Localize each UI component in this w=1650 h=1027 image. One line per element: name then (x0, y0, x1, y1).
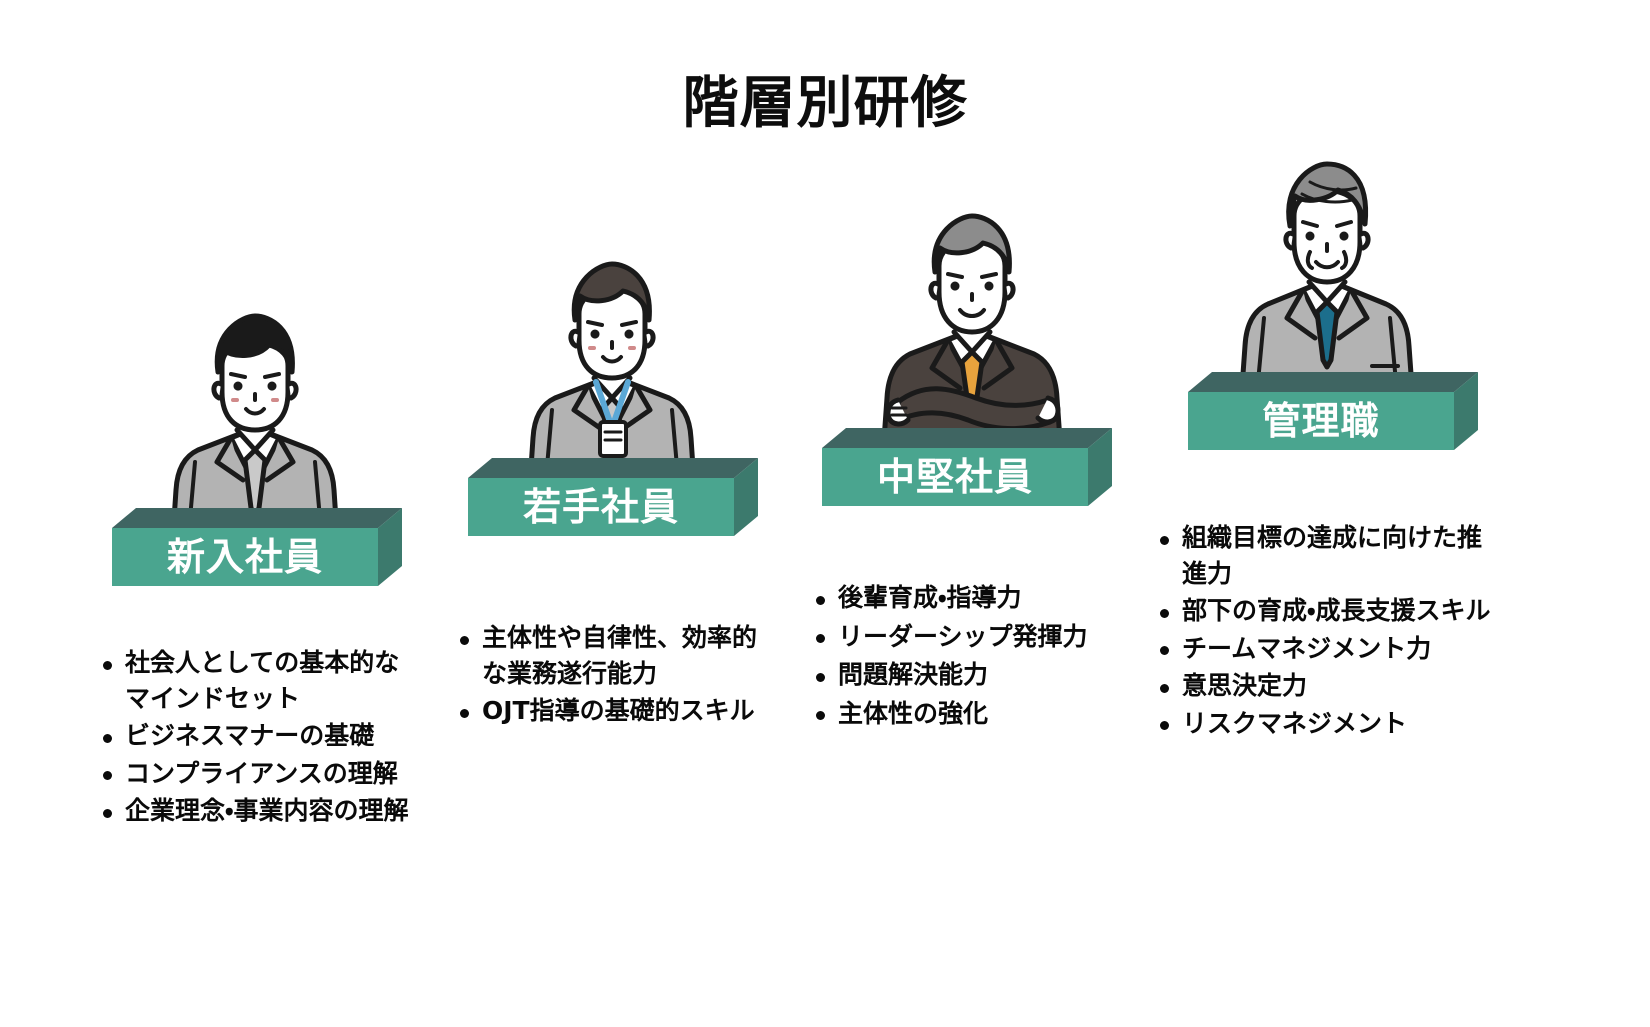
list-item: 後輩育成・指導力 (808, 580, 1108, 617)
list-item: ビジネスマナーの基礎 (95, 718, 415, 754)
list-item: チームマネジメント力 (1152, 631, 1492, 667)
list-item: 部下の育成・成長支援スキル (1152, 593, 1492, 629)
list-item: 問題解決能力 (808, 657, 1108, 694)
plinth-new-employee[interactable]: 新入社員 (112, 508, 402, 594)
list-item: 主体性や自律性、効率的な業務遂行能力 (452, 620, 772, 691)
plinth-mid-level-employee[interactable]: 中堅社員 (822, 428, 1112, 514)
page-title: 階層別研修 (682, 71, 968, 136)
list-item: OJT指導の基礎的スキル (452, 693, 772, 729)
list-item: 組織目標の達成に向けた推進力 (1152, 520, 1492, 591)
list-item: 企業理念・事業内容の理解 (95, 793, 415, 829)
figure-manager (1232, 160, 1422, 388)
figure-young-employee (522, 258, 702, 483)
bullet-list-new-employee: 社会人としての基本的なマインドセット ビジネスマナーの基礎 コンプライアンスの理… (95, 645, 415, 831)
list-item: 主体性の強化 (808, 696, 1108, 733)
list-item: 社会人としての基本的なマインドセット (95, 645, 415, 716)
bullet-list-mid-level-employee: 後輩育成・指導力 リーダーシップ発揮力 問題解決能力 主体性の強化 (808, 580, 1108, 734)
figure-new-employee (165, 310, 345, 535)
list-item: リスクマネジメント (1152, 706, 1492, 742)
figure-mid-level-employee (872, 212, 1072, 440)
plinth-manager[interactable]: 管理職 (1188, 372, 1478, 458)
list-item: 意思決定力 (1152, 668, 1492, 704)
list-item: コンプライアンスの理解 (95, 756, 415, 792)
bullet-list-young-employee: 主体性や自律性、効率的な業務遂行能力 OJT指導の基礎的スキル (452, 620, 772, 731)
list-item: リーダーシップ発揮力 (808, 619, 1108, 656)
plinth-young-employee[interactable]: 若手社員 (468, 458, 758, 544)
bullet-list-manager: 組織目標の達成に向けた推進力 部下の育成・成長支援スキル チームマネジメント力 … (1152, 520, 1492, 743)
